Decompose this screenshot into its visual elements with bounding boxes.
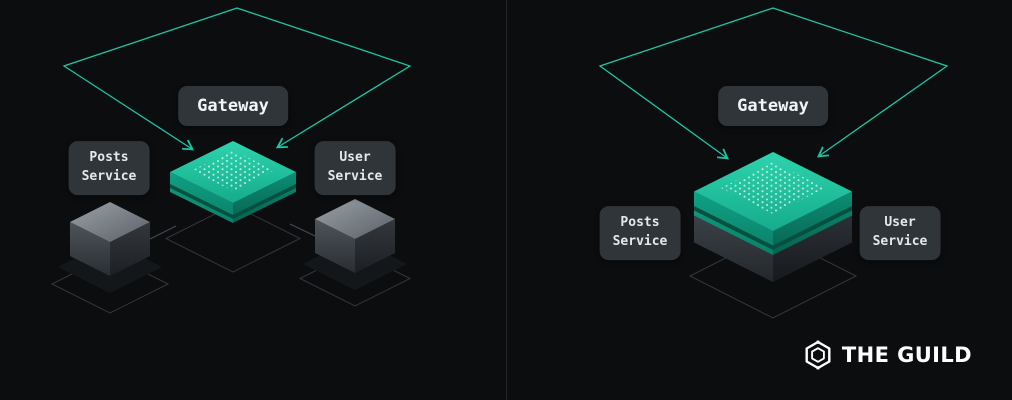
left-user-connector-line <box>289 223 316 237</box>
left-gateway-stripe <box>233 184 296 219</box>
left-arrow-to-gateway-left <box>62 7 238 149</box>
left-arrow-to-gateway-right <box>236 7 412 147</box>
guild-hexagon-icon <box>805 340 831 370</box>
right-gateway-label: Gateway <box>718 86 828 126</box>
right-gateway-stripe <box>773 206 852 250</box>
left-posts-connector-line <box>149 225 177 240</box>
right-arrow-to-gateway-left <box>598 7 774 158</box>
left-user-cube <box>303 199 407 290</box>
left-gateway-dot-grid <box>192 150 274 191</box>
guild-logo-text: THE GUILD <box>841 343 972 367</box>
panel-divider <box>506 0 507 400</box>
right-arrow-to-gateway-right <box>772 7 949 156</box>
left-posts-cube <box>58 202 162 293</box>
right-base-grid-diamond <box>688 233 858 319</box>
right-gateway-stripe <box>694 206 773 250</box>
right-gateway-dot-grid <box>721 162 825 214</box>
left-gateway-label: Gateway <box>178 86 288 126</box>
left-gateway-stripe <box>170 184 233 219</box>
right-gateway-platform <box>694 152 852 255</box>
left-posts-service-label: Posts Service <box>68 141 150 195</box>
guild-logo: THE GUILD <box>803 340 972 370</box>
right-routing-arrows <box>598 7 949 158</box>
left-routing-arrows <box>62 7 412 149</box>
right-posts-service-label: Posts Service <box>599 206 681 260</box>
left-posts-base-grid-diamond <box>50 254 170 314</box>
left-gateway-base-grid-diamond <box>164 204 302 273</box>
left-gateway-platform <box>170 141 296 223</box>
left-user-service-label: User Service <box>314 141 396 195</box>
right-user-service-label: User Service <box>859 206 941 260</box>
